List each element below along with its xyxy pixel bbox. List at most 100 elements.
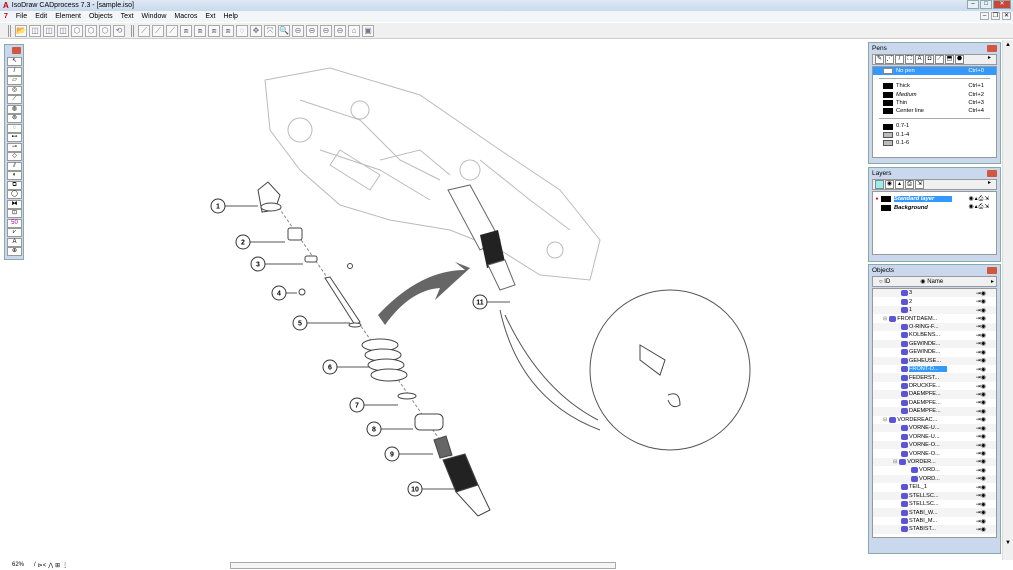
pen-item[interactable]: 0.1-4 [873,131,996,139]
object-name[interactable]: VORNE-U... [909,425,940,432]
object-select-visibility-icons[interactable]: ⇥◉ [975,383,986,390]
object-select-visibility-icons[interactable]: ⇥◉ [975,526,986,533]
view-side-icon[interactable]: ◫ [43,24,55,37]
object-name[interactable]: 1 [909,307,913,314]
status-tool-icon[interactable]: / [34,561,36,568]
export-icon[interactable]: ⇲ [915,180,924,189]
line-2-icon[interactable]: ⟋ [152,24,164,37]
layers-close-button[interactable] [987,170,997,177]
object-name[interactable]: DAEMPFE... [909,408,941,415]
object-name[interactable]: VORNE-U... [909,433,940,440]
radio-id[interactable]: ○ ID [879,278,891,285]
pen-tool-icon[interactable]: ◘ [925,55,934,64]
object-item[interactable]: DAEMPFE... ⇥◉ [873,407,996,416]
object-name[interactable]: VORD... [919,467,940,474]
toolbox-tool[interactable]: ◐ [7,171,22,180]
iso-cube-2-icon[interactable]: ⬡ [85,24,97,37]
object-name[interactable]: STABIST... [909,526,936,533]
zoom-icon[interactable]: 🔍 [278,24,290,37]
layer-item[interactable]: ●Standard layer◉▴⎙⇲ [873,195,996,204]
toolbar-grip[interactable] [8,24,11,37]
toolbox-tool[interactable]: ◯ [7,190,22,199]
object-item[interactable]: VORNE-U... ⇥◉ [873,432,996,440]
object-name[interactable]: VORNE-O... [909,442,940,449]
layers-menu-arrow[interactable]: ▸ [987,180,991,186]
menu-text[interactable]: Text [120,13,134,20]
object-select-visibility-icons[interactable]: ⇥◉ [975,375,986,382]
objects-menu-arrow[interactable]: ▸ [990,279,994,285]
toolbox-tool[interactable]: ◌ [7,123,22,133]
object-item[interactable]: STABI_W...⇥◉ [873,508,996,517]
object-select-visibility-icons[interactable]: ⇥◉ [975,391,986,398]
callout-8[interactable]: 8 [366,421,413,437]
object-select-visibility-icons[interactable]: ⇥◉ [975,299,986,306]
collapse-toggle-icon[interactable]: ⊟ [883,416,888,423]
callout-7[interactable]: 7 [349,397,398,413]
open-folder-icon[interactable]: 📂 [15,24,27,37]
object-item[interactable]: FRONT-D...⇥◉ [873,365,996,373]
ellipse-icon[interactable]: ◌ [236,24,248,37]
object-select-visibility-icons[interactable]: ⇥◉ [975,408,986,415]
object-select-visibility-icons[interactable]: ⇥◉ [975,366,986,373]
collapse-toggle-icon[interactable]: ⊟ [883,315,888,322]
horizontal-scrollbar[interactable] [230,562,616,569]
toolbox-tool[interactable]: ⧉ [7,180,22,190]
camera-icon[interactable]: ▣ [362,24,374,37]
object-select-visibility-icons[interactable]: ⇥◉ [975,518,986,525]
iso-cube-3-icon[interactable]: ⬡ [99,24,111,37]
object-name[interactable]: STABI_W... [909,509,938,516]
pen-item[interactable]: 0.7-1 [873,122,996,130]
object-name[interactable]: STELLSC... [909,492,939,499]
toolbox-tool[interactable]: ◇ [7,152,22,161]
object-item[interactable]: STABIST... ⇥◉ [873,525,996,534]
toolbox-tool[interactable]: ◎ [7,85,22,95]
object-item[interactable]: VORNE-O...⇥◉ [873,449,996,457]
layer-name[interactable]: Standard layer [894,196,953,203]
box-2-icon[interactable]: ⧈ [194,24,206,37]
object-name[interactable]: GEWINDE... [909,340,941,347]
toolbox-tool[interactable]: ⟋ [7,95,22,104]
pen-item[interactable]: 0.1-6 [873,139,996,147]
object-select-visibility-icons[interactable]: ⇥◉ [975,332,986,339]
object-name[interactable]: VORNE-O... [909,450,940,457]
object-item[interactable]: VORD...⇥◉ [873,466,996,474]
pen-tool-icon[interactable]: ⬒ [945,55,954,64]
object-name[interactable]: VORD... [919,475,940,482]
toolbox-close-button[interactable] [12,47,21,54]
move-icon[interactable]: ✥ [250,24,262,37]
status-tool-icon[interactable]: ⊞ [55,562,61,569]
object-item[interactable]: DAEMPFE...⇥◉ [873,390,996,399]
object-item[interactable]: ⊟ VORDEREAC... ⇥◉ [873,416,996,424]
object-name[interactable]: 3 [909,290,913,297]
status-tool-icon[interactable]: ⋮ [62,562,69,569]
toolbox-tool[interactable]: ⫽ [7,161,22,171]
object-select-visibility-icons[interactable]: ⇥◉ [975,324,986,331]
pen-tool-icon[interactable]: / [895,55,904,64]
object-select-visibility-icons[interactable]: ⇥◉ [975,425,986,432]
object-name[interactable]: GEHEUSE... [909,357,942,364]
pen-tool-icon[interactable]: ⬣ [955,55,964,64]
pen-tool-icon[interactable]: A [915,55,924,64]
object-item[interactable]: 2⇥◉ [873,297,996,305]
callout-4[interactable]: 4 [271,285,297,301]
callout-2[interactable]: 2 [235,234,285,250]
doc-close-button[interactable]: ✕ [1002,12,1011,20]
menu-objects[interactable]: Objects [88,13,113,20]
box-4-icon[interactable]: ⧈ [222,24,234,37]
object-name[interactable]: STELLSC... [909,501,939,508]
object-name[interactable]: STABI_M... [909,518,938,525]
status-tool-icon[interactable]: ⊳< [37,562,47,569]
object-name[interactable]: VORDEREAC... [897,416,938,423]
object-item[interactable]: STELLSC...⇥◉ [873,491,996,500]
object-item[interactable]: TEIL_1⇥◉ [873,483,996,491]
cylinder-3-icon[interactable]: ⊖ [320,24,332,37]
cylinder-2-icon[interactable]: ⊖ [306,24,318,37]
menu-macros[interactable]: Macros [174,13,198,20]
object-select-visibility-icons[interactable]: ⇥◉ [975,434,986,441]
object-item[interactable]: KOLBENS...⇥◉ [873,331,996,339]
object-select-visibility-icons[interactable]: ⇥◉ [975,417,986,424]
